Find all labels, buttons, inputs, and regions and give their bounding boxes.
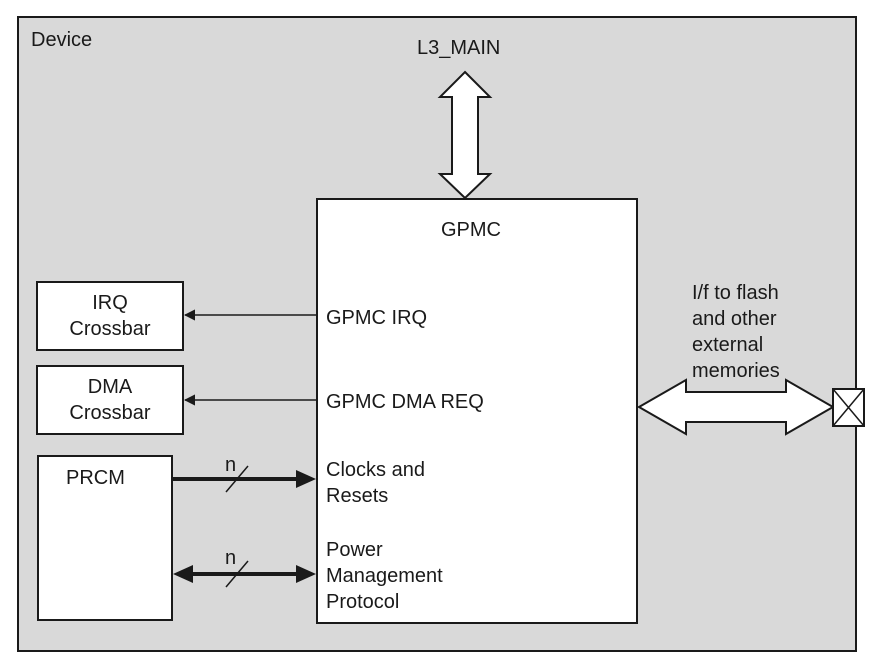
device-label: Device [31,29,93,51]
power-port-label-line1: Power [326,539,383,561]
irq-crossbar-block [36,281,184,351]
external-interface-label-line1: I/f to flash [692,282,779,304]
power-port-label-line3: Protocol [326,591,400,613]
external-interface-label-line3: external [692,334,764,356]
prcm-label: PRCM [66,467,125,489]
l3-main-label: L3_MAIN [417,37,501,59]
power-port-label-line2: Management [326,565,443,587]
clocks-resets-bus [173,465,316,493]
power-bus-width-label: n [225,547,237,569]
gpmc-dma-port-label: GPMC DMA REQ [326,391,484,413]
dma-crossbar-label-line2: Crossbar [69,402,151,424]
gpmc-title: GPMC [441,219,501,241]
gpmc-irq-port-label: GPMC IRQ [326,307,428,329]
dma-crossbar-label-line1: DMA [87,376,133,398]
external-interface-label-line2: and other [692,308,777,330]
io-pad-symbol [832,388,865,427]
prcm-block [37,455,173,621]
clocks-port-label-line1: Clocks and [326,459,425,481]
irq-crossbar-label-line2: Crossbar [69,318,151,340]
dma-crossbar-block [36,365,184,435]
clocks-bus-width-label: n [225,454,237,476]
clocks-port-label-line2: Resets [326,485,389,507]
power-management-bus [173,560,316,588]
irq-crossbar-label-line1: IRQ [92,292,128,314]
gpmc-block [316,198,638,624]
external-interface-label-line4: memories [692,360,780,382]
